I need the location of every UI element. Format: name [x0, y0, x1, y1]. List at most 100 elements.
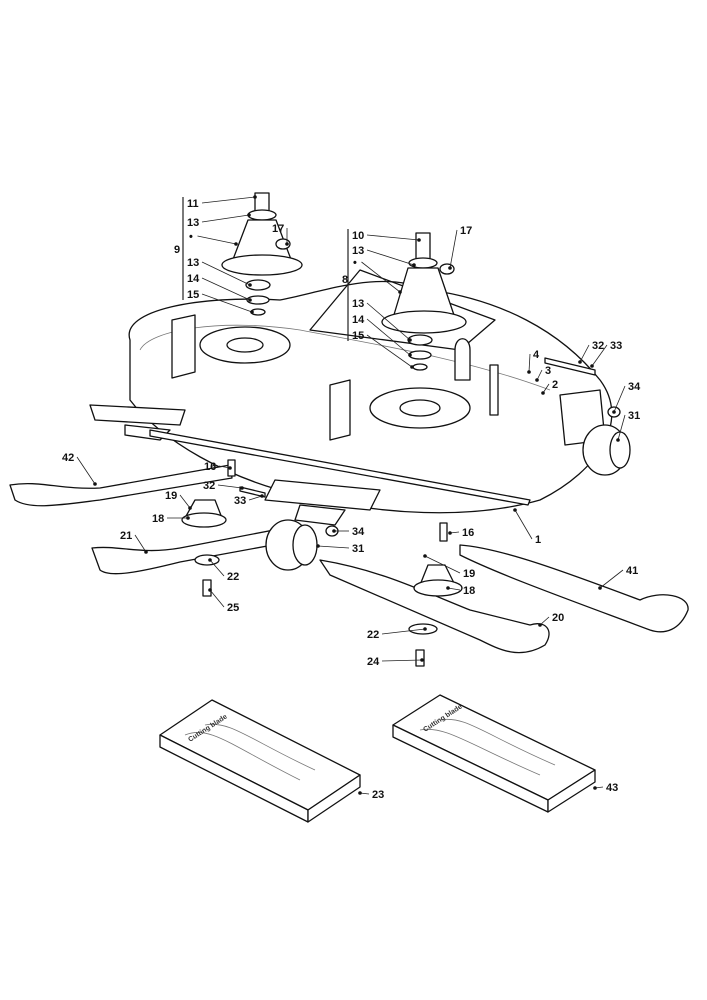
callout-label: 31: [628, 410, 640, 422]
leader-line: [201, 261, 251, 286]
leader-dot: [417, 238, 421, 242]
leader-dot: [612, 410, 616, 414]
leader-line: [366, 249, 415, 266]
wheels: [181, 357, 631, 667]
callout-label: 9: [174, 244, 180, 256]
leader-line: [599, 569, 624, 589]
leader-dot: [513, 508, 517, 512]
callout-label: 42: [62, 452, 74, 464]
leader-line: [201, 277, 251, 301]
spindle-left: [221, 192, 303, 316]
leader-dot: [446, 586, 450, 590]
leader-dot: [593, 786, 597, 790]
callout-label: 22: [227, 571, 239, 583]
leader-line: [579, 344, 590, 363]
leader-line: [317, 545, 350, 549]
leader-line: [248, 495, 263, 501]
leader-dot: [240, 486, 244, 490]
leader-dot: [420, 658, 424, 662]
leader-line: [613, 385, 626, 413]
callout-label: 32: [592, 340, 604, 352]
leader-dot: [590, 364, 594, 368]
blade-box-right: Cutting blade: [392, 694, 596, 813]
leader-line: [179, 494, 191, 509]
mower-deck: [89, 269, 613, 526]
callout-label: 19: [463, 568, 475, 580]
leader-line: [201, 214, 250, 223]
leader-dot: [538, 623, 542, 627]
callout-label: 41: [626, 565, 638, 577]
callout-label: 8: [342, 274, 348, 286]
leader-line: [217, 484, 243, 489]
callout-label: 34: [352, 526, 365, 538]
leader-dot: [408, 353, 412, 357]
leader-line: [209, 559, 225, 577]
leader-dot: [250, 310, 254, 314]
leader-dot: [358, 791, 362, 795]
leader-dot: [448, 266, 452, 270]
leader-dot: [260, 494, 264, 498]
leader-dot: [253, 195, 257, 199]
callout-label: 11: [187, 198, 199, 210]
leader-dot: [316, 544, 320, 548]
leader-line: [381, 659, 423, 662]
callout-label: 43: [606, 782, 618, 794]
callout-label: 13: [187, 217, 199, 229]
leader-line: [201, 293, 253, 313]
leader-line: [366, 334, 413, 368]
leader-dot: [541, 391, 545, 395]
leader-line: [449, 229, 458, 269]
leader-dot: [412, 263, 416, 267]
callout-label: 13: [352, 298, 364, 310]
blade-box-left: Cutting blade: [159, 699, 361, 823]
leader-dot: [248, 298, 252, 302]
leader-dot: [410, 365, 414, 369]
leader-dot: [332, 529, 336, 533]
callout-label: 14: [352, 314, 365, 326]
callout-label: 2: [552, 379, 558, 391]
callout-label: 32: [203, 480, 215, 492]
leader-line: [542, 383, 550, 394]
callout-label: 13: [187, 257, 199, 269]
leader-dot: [234, 242, 238, 246]
leader-dot: [208, 558, 212, 562]
callout-label: 22: [367, 629, 379, 641]
callout-label: 24: [367, 656, 380, 668]
blades: [9, 464, 689, 654]
leader-dot: [527, 370, 531, 374]
callout-label: 21: [120, 530, 132, 542]
callout-label: 19: [165, 490, 177, 502]
leader-line: [381, 628, 426, 635]
leader-dot: [186, 516, 190, 520]
callout-label: 17: [460, 225, 472, 237]
callout-label: 13: [352, 245, 364, 257]
callout-label: •: [189, 231, 193, 243]
leader-dot: [423, 554, 427, 558]
leader-line: [447, 587, 461, 591]
spindle-right: [381, 232, 467, 371]
callout-label: 10: [352, 230, 364, 242]
leader-line: [366, 318, 411, 356]
leader-dot: [408, 338, 412, 342]
callout-label: 15: [352, 330, 364, 342]
leader-line: [201, 196, 256, 204]
leader-dot: [423, 627, 427, 631]
callout-label: 34: [628, 381, 641, 393]
leader-dot: [247, 213, 251, 217]
leader-line: [361, 261, 401, 293]
callout-label: 1: [535, 534, 541, 546]
leader-line: [514, 509, 533, 540]
leader-dot: [535, 378, 539, 382]
callout-label: 14: [187, 273, 200, 285]
leader-line: [218, 465, 231, 469]
leader-dot: [208, 588, 212, 592]
leader-dot: [248, 283, 252, 287]
leader-dot: [144, 550, 148, 554]
leader-dot: [578, 360, 582, 364]
callout-label: 31: [352, 543, 364, 555]
leader-line: [591, 344, 608, 367]
callout-label: 18: [152, 513, 164, 525]
leader-line: [528, 353, 531, 373]
